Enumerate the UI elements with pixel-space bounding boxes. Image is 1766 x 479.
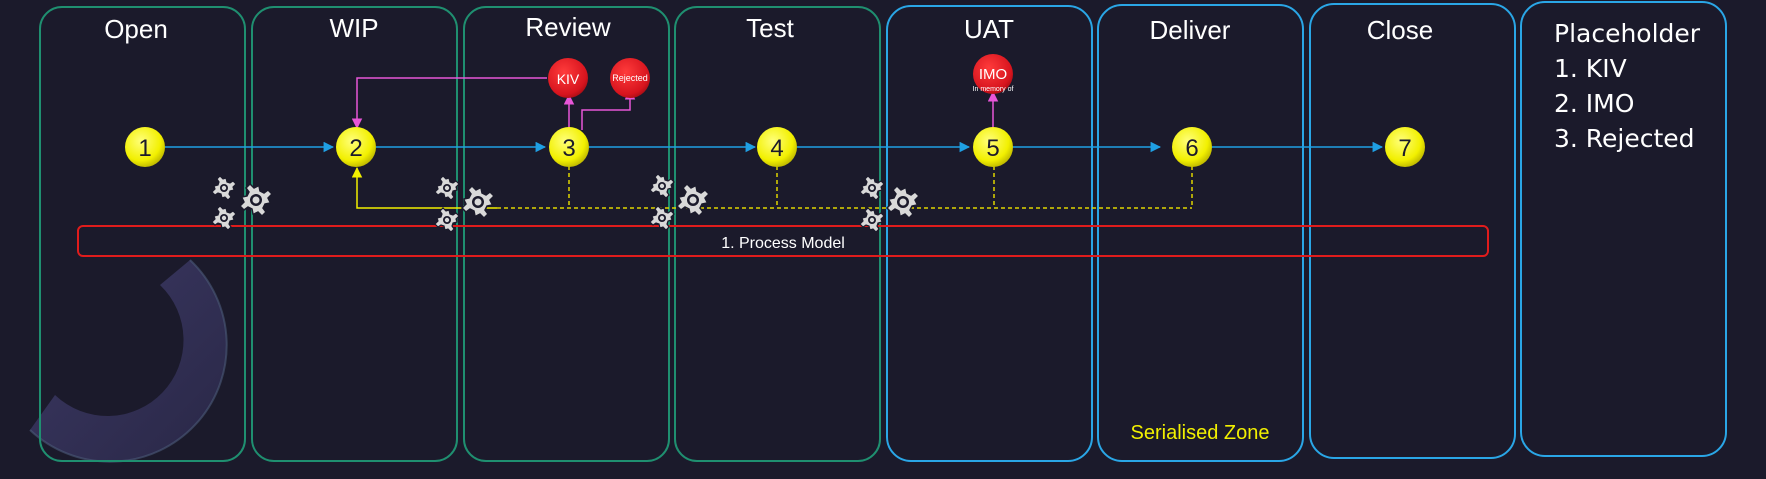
stage-title-test: Test (746, 13, 794, 43)
stage-column-uat (886, 5, 1093, 462)
gear-icon (649, 173, 675, 199)
node-4: 4 (757, 127, 797, 167)
node-2-label: 2 (349, 135, 362, 162)
placeholder-item-rejected: 3. Rejected (1554, 124, 1695, 153)
stage-column-deliver (1097, 4, 1304, 462)
node-5-label: 5 (986, 135, 999, 162)
gear-icon (461, 185, 495, 219)
gear-cluster-review-test (649, 173, 710, 231)
gear-icon (886, 185, 920, 219)
flag-imo-label: IMO (979, 66, 1007, 83)
return-connectors (351, 166, 1193, 209)
stage-column-wip (251, 6, 458, 462)
process-model-label: 1. Process Model (721, 235, 845, 252)
serialised-zone-label: Serialised Zone (1131, 422, 1270, 444)
placeholder-legend: Placeholder 1. KIV 2. IMO 3. Rejected (1554, 16, 1714, 156)
gear-icon (434, 175, 460, 201)
node-6: 6 (1172, 127, 1212, 167)
placeholder-item-imo: 2. IMO (1554, 89, 1635, 118)
flag-imo: IMO In memory of (973, 54, 1014, 94)
exception-connectors (351, 77, 999, 130)
stage-titles: Open WIP Review Test UAT Deliver Close (104, 12, 1433, 45)
stage-title-wip: WIP (329, 13, 378, 43)
gear-icon (676, 183, 710, 217)
stage-column-close (1309, 3, 1516, 459)
flag-rejected-label: Rejected (612, 73, 648, 83)
flag-imo-sublabel: In memory of (973, 86, 1014, 93)
node-3-label: 3 (562, 135, 575, 162)
placeholder-title: Placeholder (1554, 19, 1701, 48)
node-1: 1 (125, 127, 165, 167)
stage-title-close: Close (1367, 15, 1433, 45)
gear-cluster-open-wip (211, 175, 273, 231)
stage-title-review: Review (525, 12, 610, 42)
gear-icon (211, 175, 237, 201)
stage-column-open (39, 6, 246, 462)
stage-title-open: Open (104, 14, 168, 44)
stage-column-review (463, 6, 670, 462)
node-1-label: 1 (138, 135, 151, 162)
return-line-to-2 (351, 166, 497, 209)
stage-columns (39, 1, 1727, 462)
stage-title-uat: UAT (964, 14, 1014, 44)
flag-kiv: KIV (548, 58, 588, 98)
node-7-label: 7 (1398, 135, 1411, 162)
stage-column-test (674, 6, 881, 462)
placeholder-item-kiv: 1. KIV (1554, 54, 1627, 83)
node-4-label: 4 (770, 135, 783, 162)
gear-icon (434, 207, 460, 233)
node-5: 5 (973, 127, 1013, 167)
decorative-arc (29, 259, 228, 463)
process-nodes: 1 2 3 4 5 6 7 (125, 127, 1425, 167)
node-2: 2 (336, 127, 376, 167)
flag-rejected: Rejected (610, 58, 650, 98)
node-3: 3 (549, 127, 589, 167)
placeholder-panel (1520, 1, 1727, 457)
gear-cluster-test-uat (859, 175, 920, 233)
node-6-label: 6 (1185, 135, 1198, 162)
stage-title-deliver: Deliver (1150, 15, 1231, 45)
node3-to-rejected-line (581, 88, 636, 130)
flag-kiv-label: KIV (557, 71, 580, 87)
process-model-bar (77, 225, 1489, 257)
node-7: 7 (1385, 127, 1425, 167)
kiv-return-line (351, 77, 547, 130)
